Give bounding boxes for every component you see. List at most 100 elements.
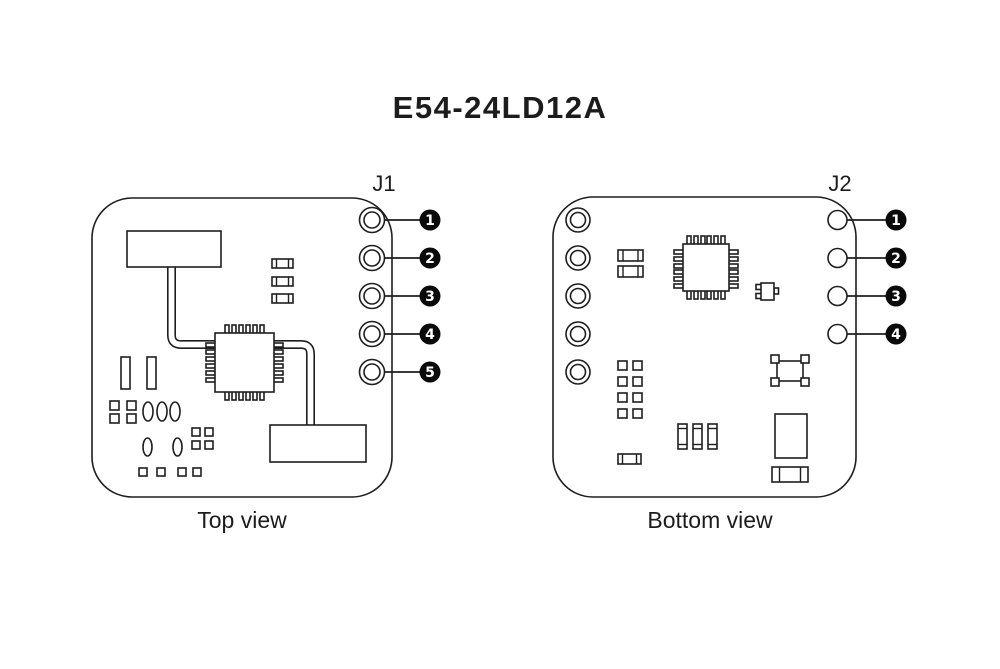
oval-pad <box>156 401 168 422</box>
resistor-body <box>677 423 688 450</box>
smd-resistor <box>617 265 644 278</box>
pin-number: 1 <box>425 213 435 229</box>
smd-resistor <box>271 293 294 304</box>
pin-number-badge <box>419 323 441 345</box>
via-hole <box>565 283 591 309</box>
solder-pad <box>138 467 148 477</box>
resistor-body <box>271 293 294 304</box>
resistor-body <box>271 258 294 269</box>
pin-hole <box>827 209 848 231</box>
pin-hole <box>827 247 848 269</box>
solder-pad <box>126 400 137 411</box>
j2-pin-4: 4 <box>827 323 907 345</box>
solder-pad <box>632 408 643 419</box>
pin-number: 4 <box>425 327 435 343</box>
pin-number: 3 <box>425 289 435 305</box>
solder-pad <box>109 413 120 424</box>
pin-number-badge <box>419 361 441 383</box>
smd-capacitor <box>120 356 131 390</box>
oval-pad <box>142 401 154 422</box>
pin-number: 2 <box>891 251 901 267</box>
ic-body <box>214 332 275 393</box>
solder-pad <box>617 392 628 403</box>
resistor-body <box>707 423 718 450</box>
pin-number: 2 <box>425 251 435 267</box>
solder-pad <box>191 427 201 437</box>
crystal-oscillator <box>770 354 810 387</box>
resistor-body <box>271 276 294 287</box>
transistor <box>755 282 780 301</box>
pin-hole-inner <box>363 287 381 305</box>
smd-resistor <box>692 423 703 450</box>
pin-number-badge <box>419 285 441 307</box>
j2-pin-1: 1 <box>827 209 907 231</box>
oval-pad <box>142 437 153 457</box>
via-hole <box>565 207 591 233</box>
ic-chip <box>673 235 739 300</box>
smd-resistor <box>271 258 294 269</box>
oval-pad <box>169 401 181 422</box>
resistor-body <box>617 249 644 262</box>
trace-fill <box>168 266 218 348</box>
smd-resistor <box>617 249 644 262</box>
crystal-corner-pad <box>800 354 810 364</box>
solder-pad <box>204 427 214 437</box>
solder-pad <box>617 408 628 419</box>
j1-pin-2: 2 <box>358 244 441 272</box>
solder-pad <box>617 360 628 371</box>
solder-pad <box>109 400 120 411</box>
j1-connector-label: J1 <box>372 171 395 196</box>
solder-pad <box>632 392 643 403</box>
via-inner <box>569 287 587 305</box>
solder-pad <box>617 376 628 387</box>
resistor-body <box>617 453 642 465</box>
via-hole <box>565 321 591 347</box>
ic-body <box>682 243 730 292</box>
pin-number-badge <box>885 209 907 231</box>
solder-pad <box>204 440 214 450</box>
smd-resistor <box>271 276 294 287</box>
antenna-pad <box>126 230 222 268</box>
smd-capacitor <box>146 356 157 390</box>
pin-hole <box>827 285 848 307</box>
solder-pad <box>632 360 643 371</box>
ic-chip <box>205 324 284 401</box>
j2-connector-label: J2 <box>828 171 851 196</box>
transistor-body <box>760 282 775 301</box>
crystal-corner-pad <box>800 377 810 387</box>
pin-number-badge <box>885 285 907 307</box>
rf-trace-antenna-to-ic <box>167 266 218 349</box>
component-rect <box>774 413 808 459</box>
pin-hole-inner <box>363 325 381 343</box>
pin-hole-inner <box>363 363 381 381</box>
resistor-body <box>617 265 644 278</box>
j2-pin-3: 3 <box>827 285 907 307</box>
solder-pad <box>192 467 202 477</box>
solder-pad <box>191 440 201 450</box>
j1-pin-3: 3 <box>358 282 441 310</box>
via-inner <box>569 249 587 267</box>
pin-hole-inner <box>363 211 381 229</box>
page-title: E54-24LD12A <box>392 90 608 125</box>
via-hole <box>565 245 591 271</box>
solder-pad <box>156 467 166 477</box>
crystal-corner-pad <box>770 377 780 387</box>
j1-pin-4: 4 <box>358 320 441 348</box>
pin-number-badge <box>885 247 907 269</box>
top-view-board: 1 2 3 4 <box>91 171 441 533</box>
resistor-body <box>692 423 703 450</box>
solder-pad <box>126 413 137 424</box>
bottom-view-board: 1 2 3 4 J2 Bottom view <box>552 171 907 533</box>
via-inner <box>569 325 587 343</box>
smd-resistor <box>771 466 809 483</box>
pin-hole-inner <box>363 249 381 267</box>
solder-pad <box>177 467 187 477</box>
pin-number-badge <box>419 247 441 269</box>
pin-number: 3 <box>891 289 901 305</box>
oval-pad <box>172 437 183 457</box>
crystal-body <box>776 360 804 382</box>
smd-resistor <box>677 423 688 450</box>
smd-resistor <box>707 423 718 450</box>
pin-number: 4 <box>891 327 901 343</box>
